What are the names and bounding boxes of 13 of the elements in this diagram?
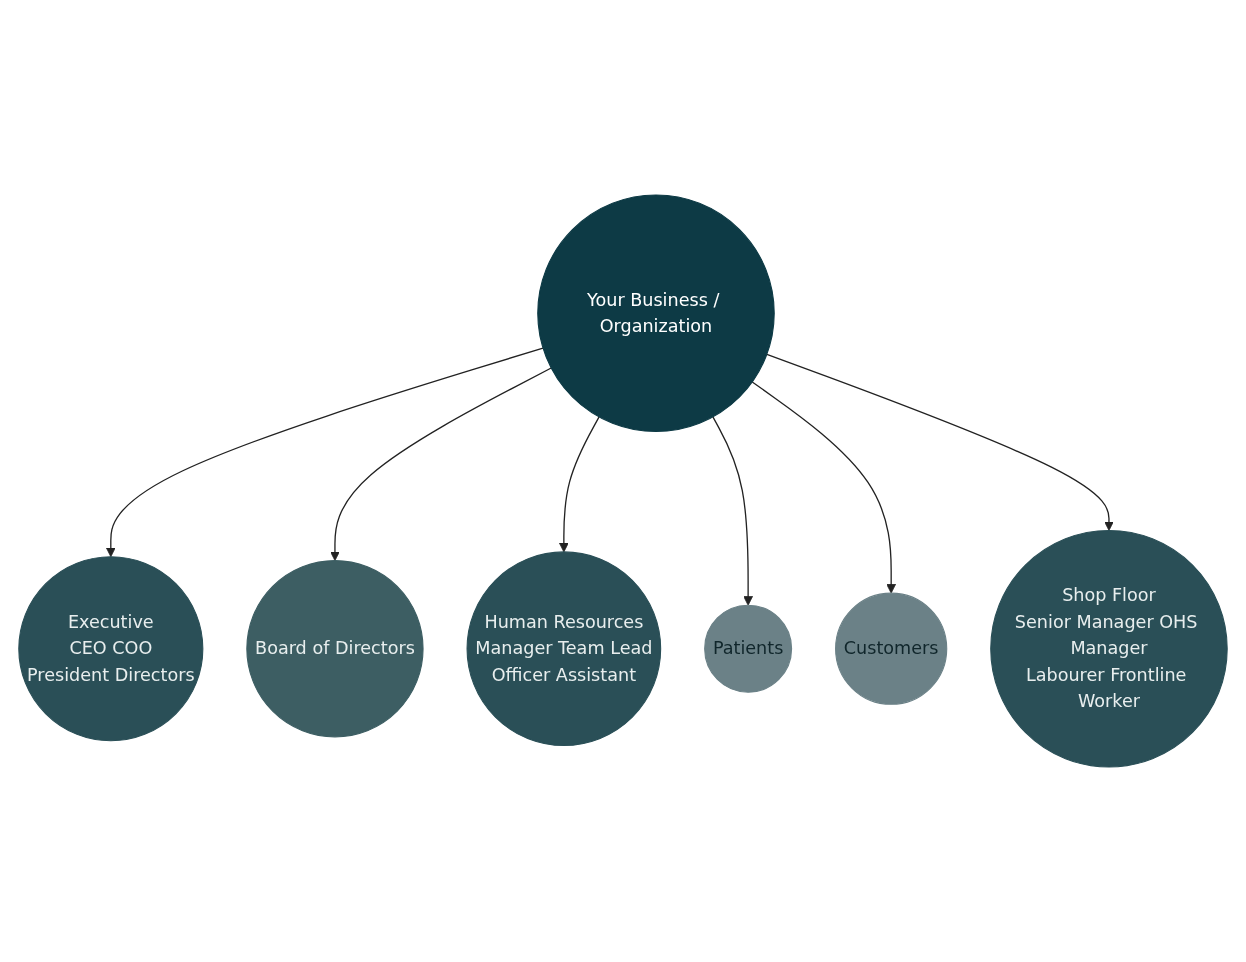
arrow: [559, 416, 600, 553]
node-circle: Your Business / Organization: [537, 194, 775, 433]
node-circle: Patients: [704, 604, 793, 693]
node-circle: Human Resources Manager Team Lead Officer Assistant: [466, 551, 662, 747]
arrow: [330, 367, 552, 562]
arrow: [106, 347, 544, 558]
arrow: [766, 353, 1114, 531]
node-circle: Executive CEO COO President Directors: [18, 556, 204, 742]
arrow: [712, 416, 753, 606]
node-circle: Shop Floor Senior Manager OHS Manager Labourer Frontline Worker: [990, 529, 1228, 768]
node-circle: Customers: [835, 592, 948, 705]
arrow: [751, 381, 896, 594]
node-circle: Board of Directors: [246, 560, 424, 738]
